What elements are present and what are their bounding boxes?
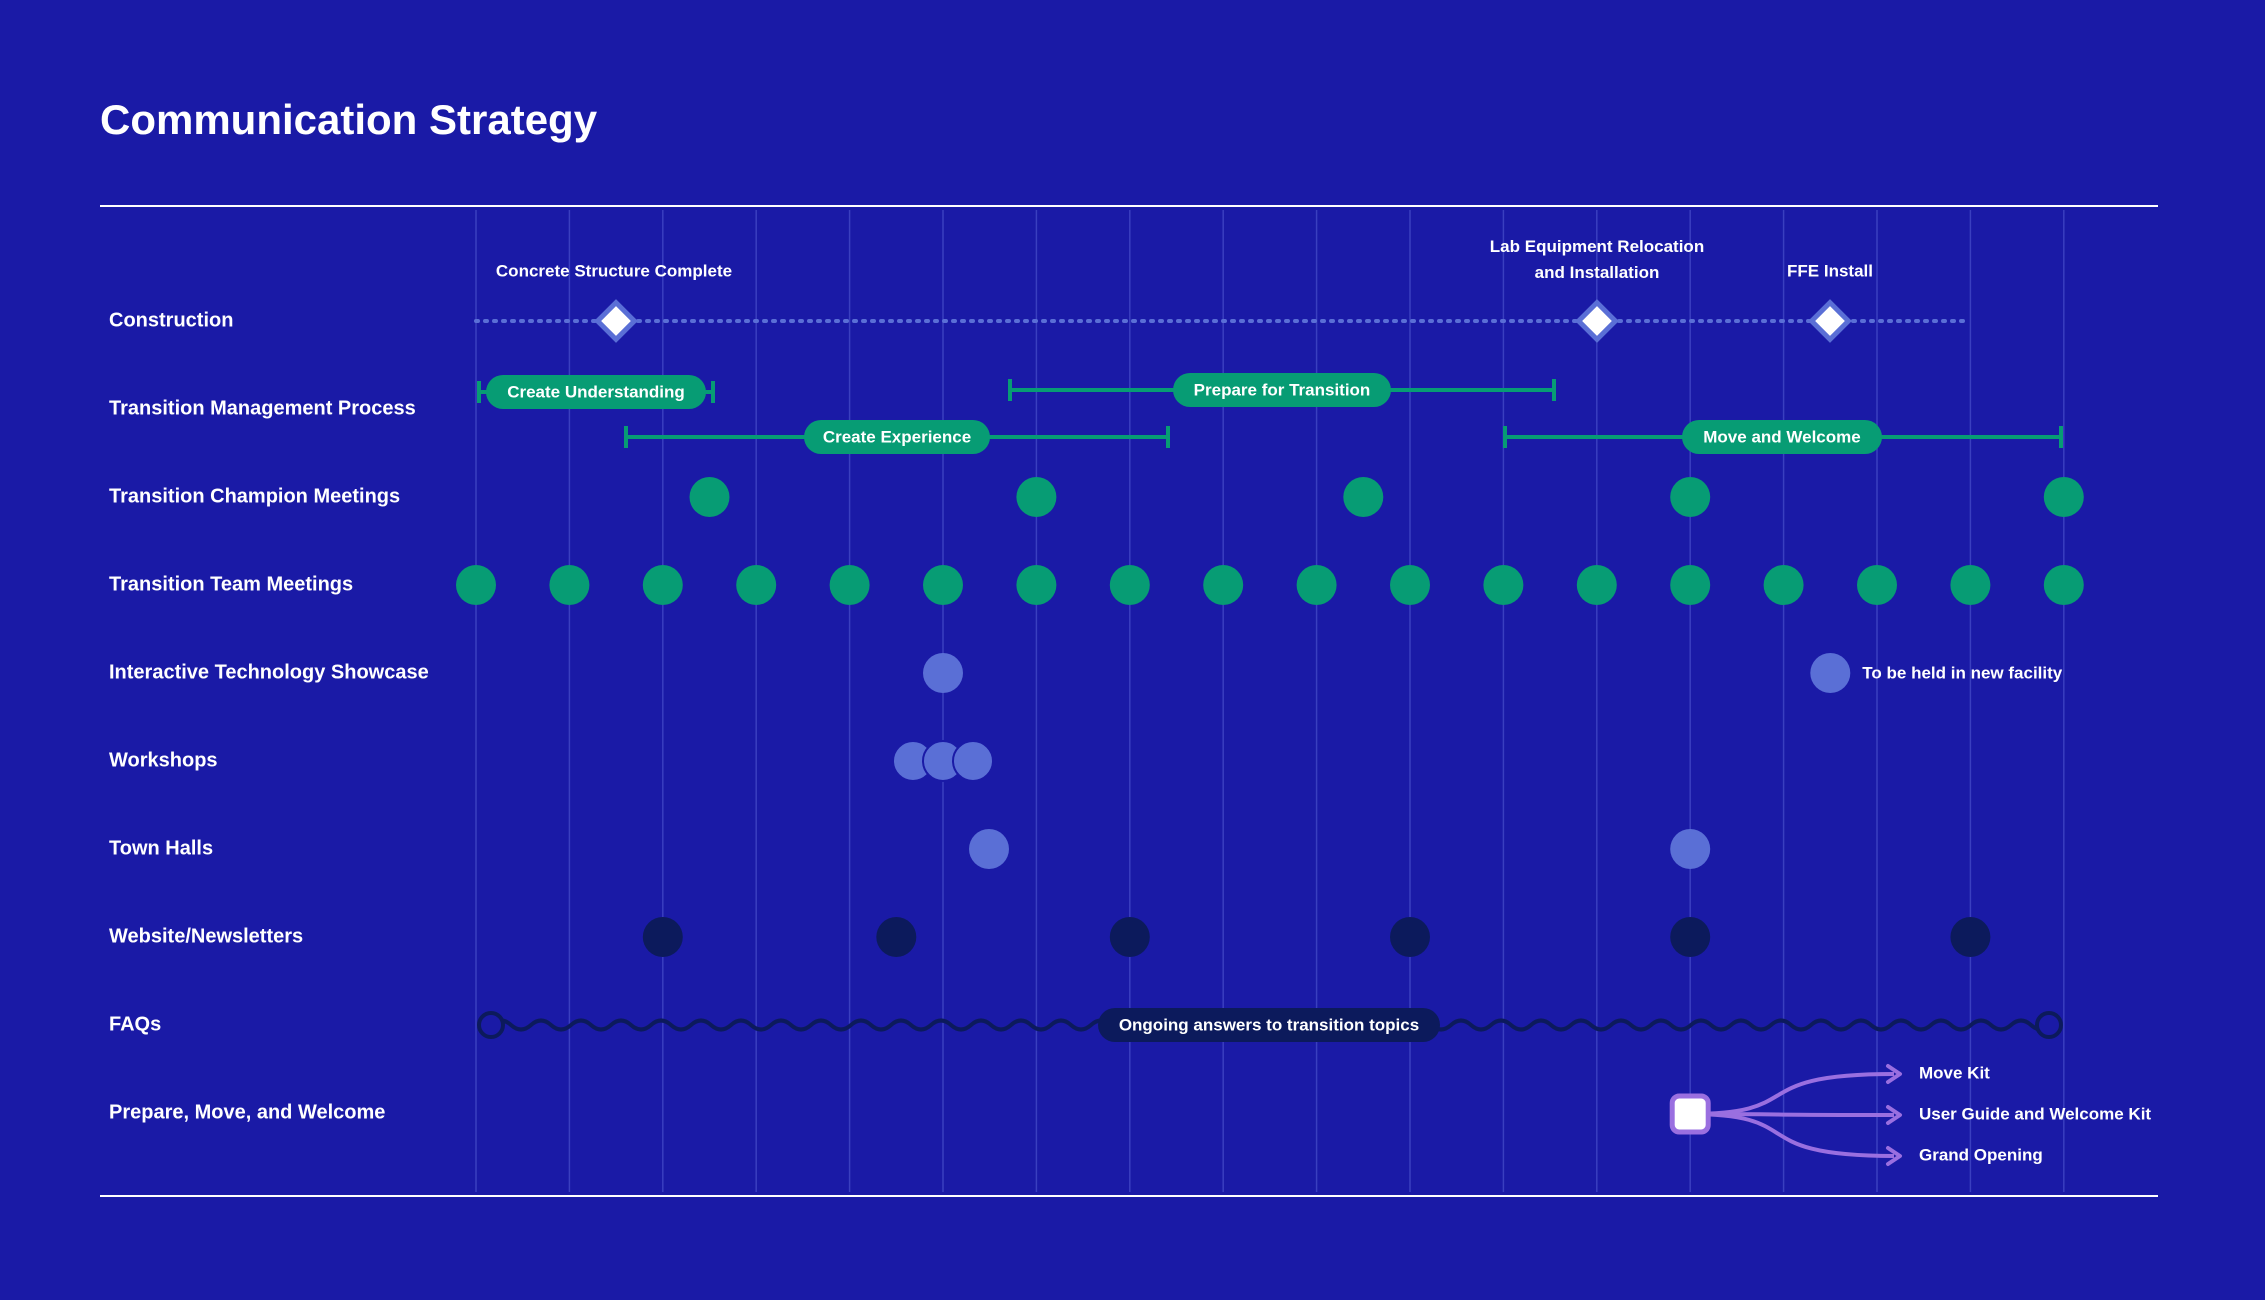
branch-arrow <box>1690 1112 1895 1158</box>
row-label: Construction <box>109 309 233 331</box>
arrow-head <box>1886 1064 1902 1084</box>
arrow-head <box>1886 1105 1902 1125</box>
newsletter-dot <box>1109 917 1150 957</box>
town-hall-dot <box>1670 829 1711 869</box>
newsletter-dot <box>642 917 683 957</box>
champion-meeting-dot <box>1016 477 1057 517</box>
newsletter-dot <box>1390 917 1430 957</box>
phase-pill <box>1173 373 1391 407</box>
newsletter-dot <box>1950 917 1991 957</box>
row-label: Transition Management Process <box>109 397 416 419</box>
row-label: Workshops <box>109 749 218 771</box>
row-label: Prepare, Move, and Welcome <box>109 1101 385 1123</box>
team-meeting-dot <box>829 565 870 605</box>
milestone-marker <box>1808 299 1852 343</box>
team-meeting-dot <box>1670 565 1711 605</box>
deliverable-label: User Guide and Welcome Kit <box>1919 1104 2151 1123</box>
branch-arrow <box>1690 1072 1895 1116</box>
row-label: Transition Team Meetings <box>109 573 353 595</box>
deliverable-label: Grand Opening <box>1919 1145 2043 1164</box>
team-meeting-dot <box>923 565 963 605</box>
phase-label: Create Understanding <box>507 382 685 401</box>
deliverable-hub <box>1669 1093 1711 1135</box>
team-meeting-dot <box>1203 565 1244 605</box>
phase-bar <box>1008 373 1556 407</box>
faq-start-node <box>477 1011 505 1039</box>
team-meeting-dot <box>1950 565 1991 605</box>
newsletter-dot <box>1670 917 1711 957</box>
champion-meeting-dot <box>1343 477 1384 517</box>
workshop-dot <box>952 740 994 782</box>
champion-meeting-dot <box>689 477 730 517</box>
team-meeting-dot <box>736 565 777 605</box>
team-meeting-dot <box>456 565 496 605</box>
phase-bar <box>477 375 715 409</box>
team-meeting-dot <box>1763 565 1804 605</box>
team-meeting-dot <box>2043 565 2084 605</box>
newsletter-dot <box>876 917 917 957</box>
team-meeting-dot <box>1109 565 1150 605</box>
row-label: Transition Champion Meetings <box>109 485 400 507</box>
arrow-head <box>1886 1146 1902 1166</box>
milestone-label: FFE Install <box>1787 261 1873 280</box>
phase-label: Move and Welcome <box>1703 427 1860 446</box>
team-meeting-dot <box>1483 565 1524 605</box>
milestone-diamond <box>1808 299 1852 343</box>
team-meeting-dot <box>642 565 683 605</box>
phase-pill <box>1682 420 1882 454</box>
phase-bar <box>1503 420 2063 454</box>
showcase-dot <box>923 653 963 693</box>
milestone-diamond <box>594 299 638 343</box>
team-meeting-dot <box>1576 565 1617 605</box>
team-meeting-dot <box>1390 565 1430 605</box>
phase-label: Prepare for Transition <box>1194 380 1371 399</box>
deliverable-label: Move Kit <box>1919 1063 1990 1082</box>
faq-note: Ongoing answers to transition topics <box>1119 1015 1419 1034</box>
milestone-label: Concrete Structure Complete <box>496 261 732 280</box>
milestone-marker <box>594 299 638 343</box>
faq-pill <box>1098 1008 1440 1042</box>
row-label: FAQs <box>109 1013 161 1035</box>
showcase-dot <box>1810 653 1851 693</box>
champion-meeting-dot <box>2043 477 2084 517</box>
champion-meeting-dot <box>1670 477 1711 517</box>
phase-bar <box>624 420 1170 454</box>
milestone-marker <box>1575 299 1619 343</box>
row-label: Town Halls <box>109 837 213 859</box>
phase-pill <box>804 420 990 454</box>
row-label: Website/Newsletters <box>109 925 303 947</box>
row-label: Interactive Technology Showcase <box>109 661 429 683</box>
page-title: Communication Strategy <box>100 96 598 143</box>
town-hall-dot <box>969 829 1009 869</box>
faq-end-node <box>2035 1011 2063 1039</box>
team-meeting-dot <box>549 565 590 605</box>
team-meeting-dot <box>1857 565 1897 605</box>
milestone-diamond <box>1575 299 1619 343</box>
team-meeting-dot <box>1016 565 1057 605</box>
team-meeting-dot <box>1296 565 1337 605</box>
showcase-note: To be held in new facility <box>1862 663 2062 682</box>
phase-pill <box>486 375 706 409</box>
phase-label: Create Experience <box>823 427 971 446</box>
